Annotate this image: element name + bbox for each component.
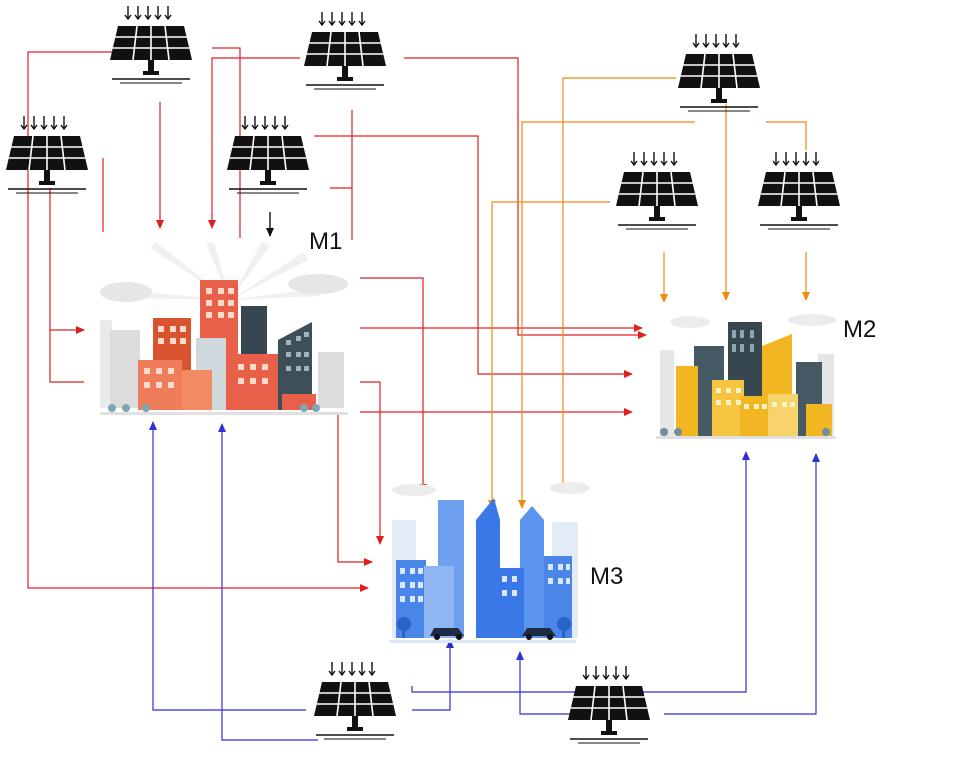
solar-panel-icon	[226, 115, 310, 194]
m1-city-icon	[100, 242, 348, 415]
solar-panel-icon	[615, 151, 699, 230]
solar-panel-icon	[567, 665, 651, 744]
solar-panel-icon	[303, 11, 387, 90]
car-icon	[430, 628, 464, 640]
m3-links	[149, 421, 820, 741]
m1-label: M1	[309, 228, 343, 255]
m3-label: M3	[590, 563, 624, 590]
solar-panel-icon	[109, 5, 193, 84]
solar-panel-icon	[757, 151, 841, 230]
m2-links	[488, 77, 810, 509]
m1-links	[27, 47, 647, 592]
m2-label: M2	[843, 316, 877, 343]
solar-panel-icon	[313, 661, 397, 740]
m2-city-icon	[656, 314, 836, 439]
solar-panel-icon	[677, 33, 761, 112]
m3-city-icon	[390, 482, 590, 643]
car-icon	[522, 628, 556, 640]
solar-panel-icon	[5, 115, 89, 194]
